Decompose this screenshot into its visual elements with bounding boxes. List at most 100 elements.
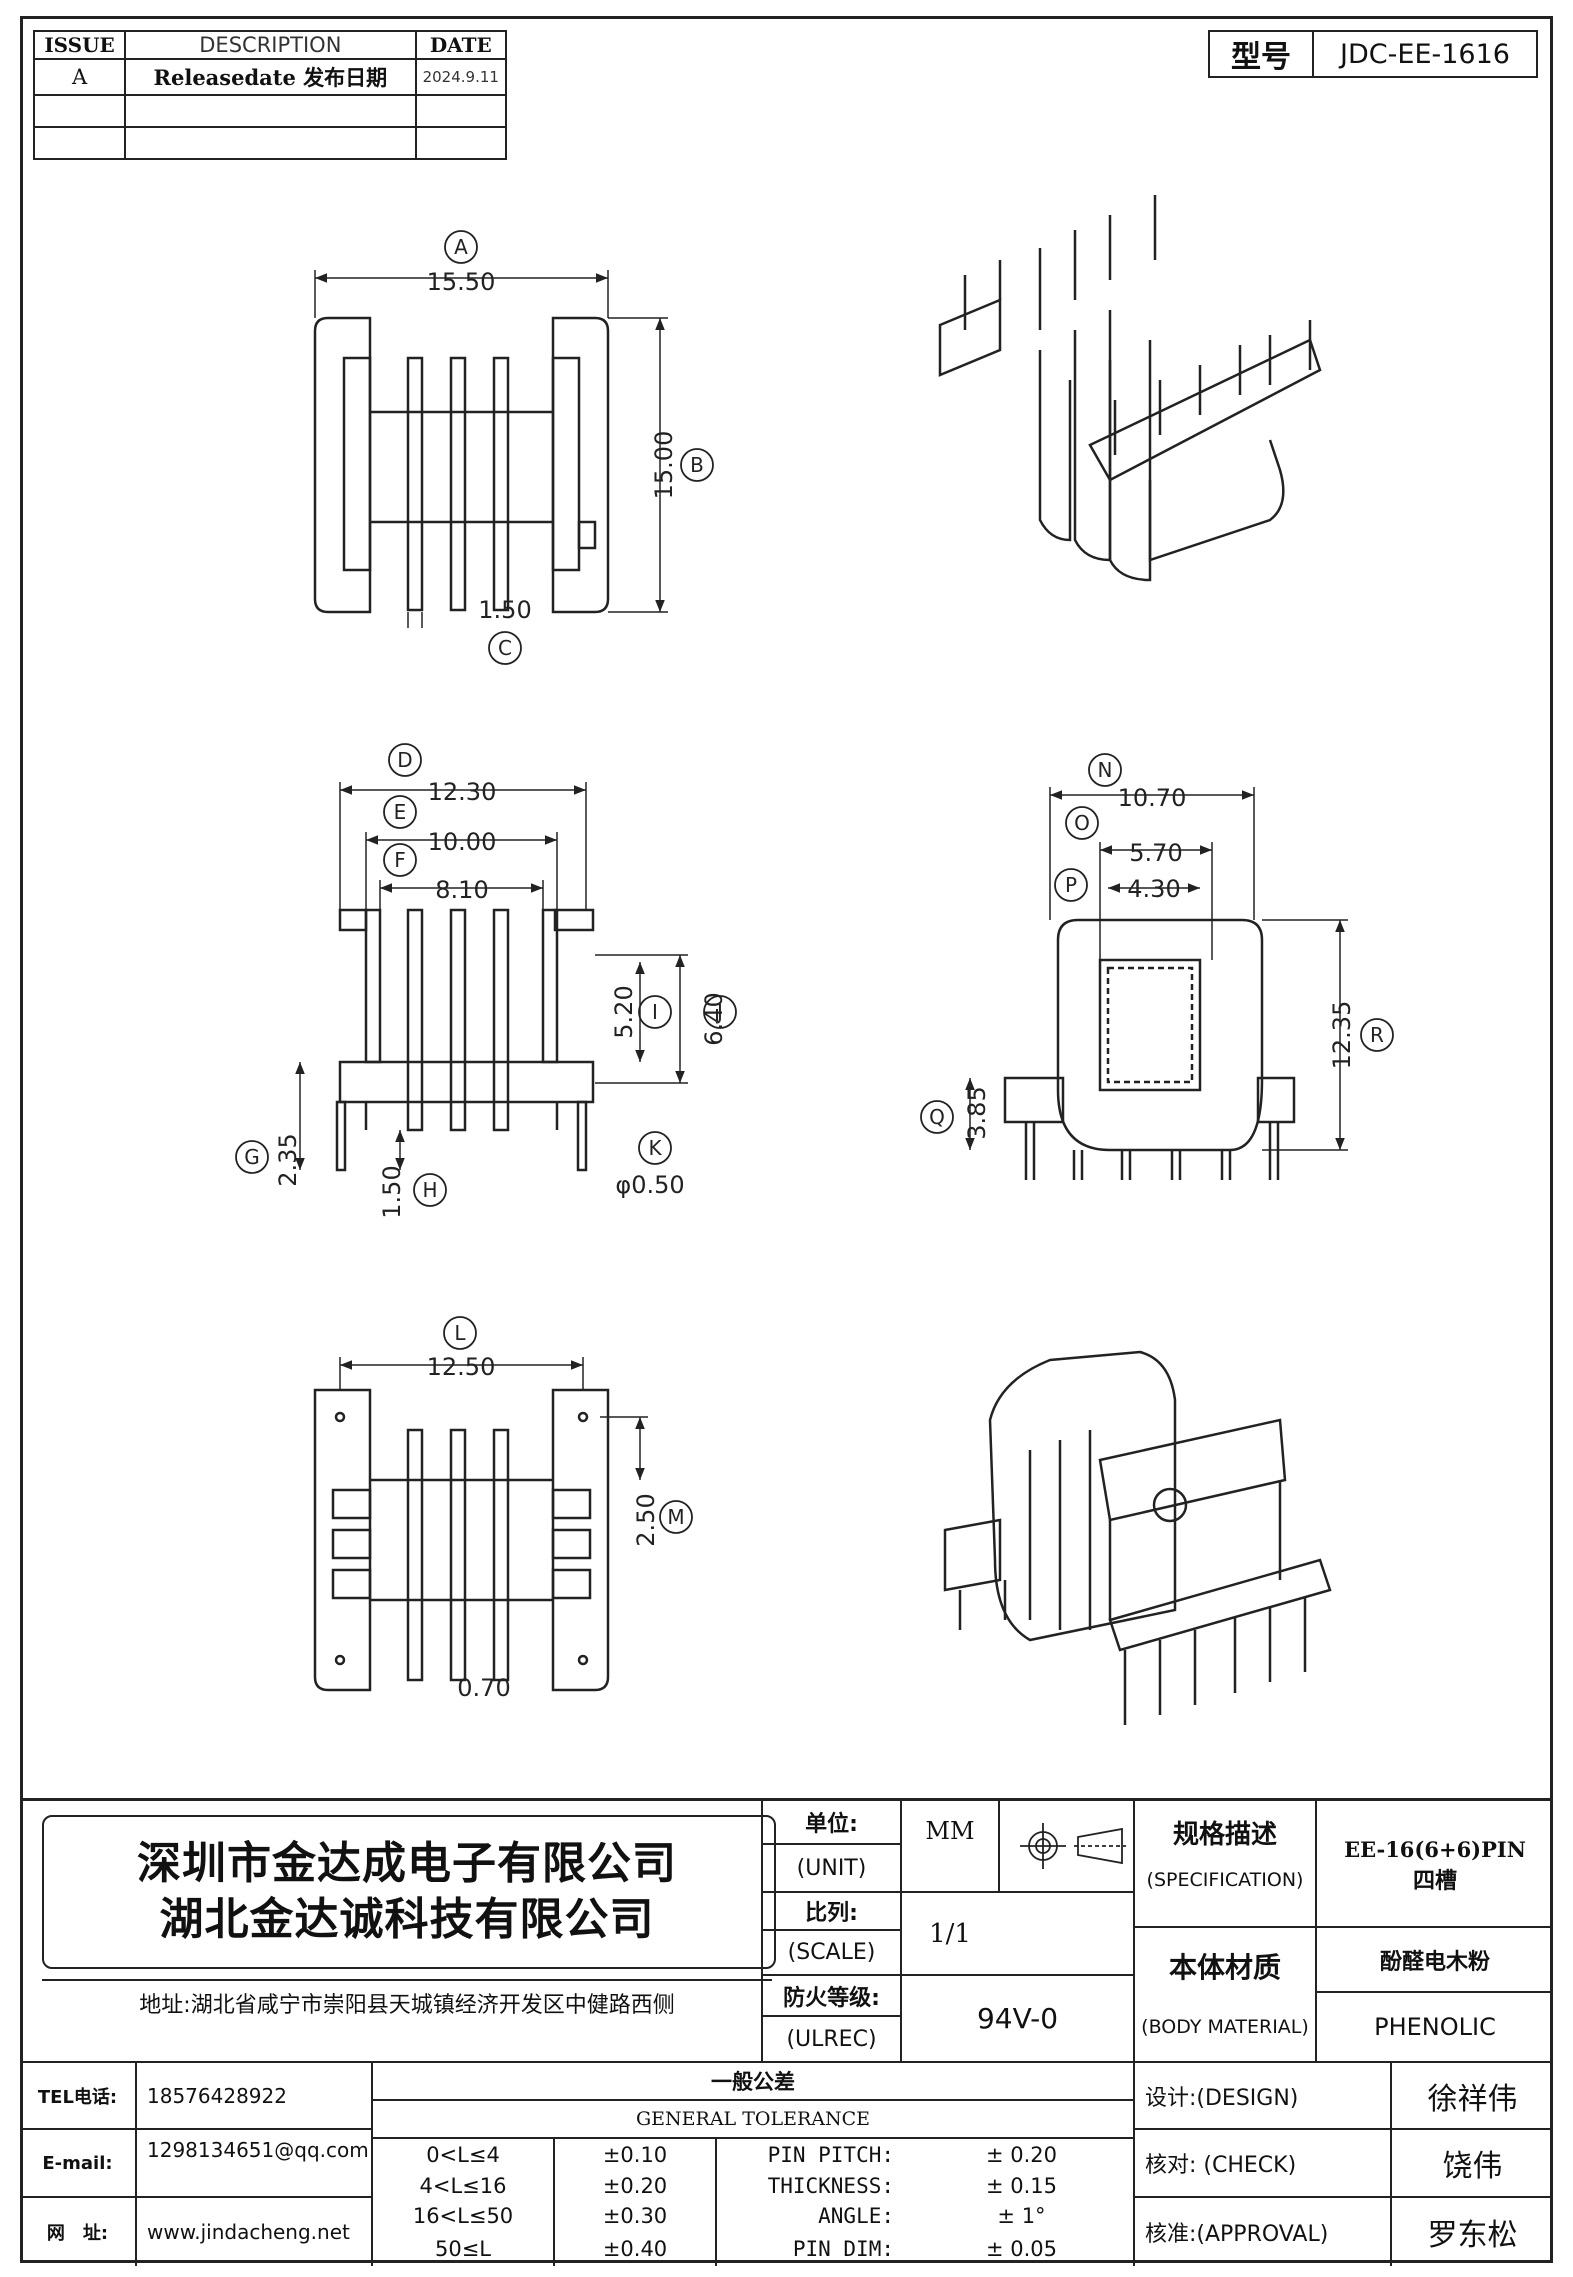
tolerance-value: ±0.10 xyxy=(602,2143,668,2167)
scale-label-cn: 比列: xyxy=(805,1901,858,1926)
dim-letter-q: Q xyxy=(929,1105,945,1129)
fire-label-en: (ULREC) xyxy=(786,2026,877,2052)
company-name-primary: 深圳市金达成电子有限公司 xyxy=(137,1838,677,1889)
divider xyxy=(371,2061,373,2266)
divider xyxy=(20,2196,371,2198)
divider xyxy=(715,2137,717,2266)
tolerance-item-value: ± 0.05 xyxy=(985,2236,1058,2261)
divider xyxy=(761,1974,1133,1976)
spec-value-2: 四槽 xyxy=(1412,1869,1457,1894)
approval-name: 罗东松 xyxy=(1427,2218,1518,2253)
divider xyxy=(135,2061,137,2266)
tolerance-value: ±0.30 xyxy=(602,2204,668,2228)
dim-value-c: 1.50 xyxy=(478,596,531,624)
dim-value-j: 6.40 xyxy=(700,992,728,1045)
dim-value-m-minor: 0.70 xyxy=(457,1674,510,1702)
divider xyxy=(1133,2128,1553,2130)
technical-drawing: 15.50 15.00 1.50 12.30 10.00 8.10 5.20 6… xyxy=(235,195,1394,1725)
revision-issue-cell: A xyxy=(32,58,127,96)
dim-letter-m: M xyxy=(667,1505,684,1529)
model-label: 型号 xyxy=(1208,30,1314,78)
material-value-cn: 酚醛电木粉 xyxy=(1379,1949,1490,1975)
unit-label-cn: 单位: xyxy=(805,1812,858,1837)
approval-role: 核准:(APPROVAL) xyxy=(1145,2222,1329,2247)
dim-value-l: 12.50 xyxy=(427,1353,496,1381)
tolerance-range: 16<L≤50 xyxy=(412,2204,514,2228)
material-value-en: PHENOLIC xyxy=(1374,2013,1496,2041)
divider xyxy=(761,2015,900,2017)
tolerance-item-value: ± 0.15 xyxy=(985,2174,1058,2198)
dim-value-f: 8.10 xyxy=(435,876,488,904)
dim-letter-d: D xyxy=(397,748,412,772)
scale-value: 1/1 xyxy=(929,1918,971,1949)
revision-header-issue: ISSUE xyxy=(32,30,127,60)
divider xyxy=(371,2137,1133,2139)
email-label: E-mail: xyxy=(42,2152,113,2174)
divider xyxy=(1133,1801,1135,2266)
dim-letter-b: B xyxy=(690,453,704,477)
revision-header-date: DATE xyxy=(414,30,508,60)
fire-value: 94V-0 xyxy=(976,2002,1059,2035)
divider xyxy=(20,2061,1553,2063)
dim-letter-g: G xyxy=(244,1145,260,1169)
divider xyxy=(761,1801,763,2061)
unit-label-en: (UNIT) xyxy=(796,1855,867,1881)
drawing-sheet xyxy=(20,16,1553,2263)
tolerance-value: ±0.40 xyxy=(602,2236,668,2261)
company-address: 地址:湖北省咸宁市崇阳县天城镇经济开发区中健路西侧 xyxy=(139,1993,675,2018)
material-label-en: (BODY MATERIAL) xyxy=(1141,2016,1309,2038)
dim-value-d: 12.30 xyxy=(428,778,497,806)
dim-value-p: 4.30 xyxy=(1127,875,1180,903)
dim-value-a: 15.50 xyxy=(427,268,496,296)
dim-value-h: 1.50 xyxy=(378,1165,406,1218)
tolerance-item-name: PIN DIM: xyxy=(792,2236,894,2261)
divider xyxy=(761,1843,900,1845)
dim-value-g: 2.35 xyxy=(274,1133,302,1186)
approval-role: 设计:(DESIGN) xyxy=(1145,2085,1299,2111)
dim-value-q: 3.85 xyxy=(963,1086,991,1139)
divider xyxy=(1315,1991,1553,1993)
email-link[interactable]: 1298134651@qq.com xyxy=(147,2138,369,2162)
divider xyxy=(1133,2196,1553,2198)
revision-header-description: DESCRIPTION xyxy=(124,30,417,60)
spec-label-en: (SPECIFICATION) xyxy=(1146,1869,1304,1891)
dim-value-m: 2.50 xyxy=(632,1493,660,1546)
tolerance-range: 4<L≤16 xyxy=(419,2174,507,2198)
title-block: 深圳市金达成电子有限公司 湖北金达诚科技有限公司 地址:湖北省咸宁市崇阳县天城镇… xyxy=(20,1798,1553,2266)
divider xyxy=(1133,1926,1553,1928)
tolerance-value: ±0.20 xyxy=(602,2174,668,2198)
dim-letter-f: F xyxy=(394,848,406,872)
dim-value-e: 10.00 xyxy=(428,828,497,856)
divider xyxy=(20,2128,371,2130)
dim-value-b: 15.00 xyxy=(650,431,678,500)
model-value: JDC-EE-1616 xyxy=(1312,30,1538,78)
company-name-secondary: 湖北金达诚科技有限公司 xyxy=(159,1894,655,1945)
website-link[interactable]: www.jindacheng.net xyxy=(147,2220,350,2244)
dim-letter-e: E xyxy=(394,800,407,824)
isometric-view-bottom xyxy=(943,1350,1332,1725)
side-view xyxy=(1003,918,1296,1180)
dim-letter-k: K xyxy=(648,1136,662,1160)
divider xyxy=(900,1801,902,2061)
revision-table: ISSUE DESCRIPTION DATE A Releasedate 发布日… xyxy=(32,30,508,160)
tolerance-item-name: ANGLE: xyxy=(818,2204,894,2228)
web-label: 网 址: xyxy=(46,2223,109,2244)
dim-value-o: 5.70 xyxy=(1129,839,1182,867)
unit-value: MM xyxy=(925,1817,975,1845)
divider xyxy=(42,1979,772,1981)
divider xyxy=(1315,1801,1317,2061)
approval-role: 核对: (CHECK) xyxy=(1145,2153,1297,2178)
tolerance-item-value: ± 1° xyxy=(997,2204,1046,2228)
material-label-cn: 本体材质 xyxy=(1168,1951,1281,1984)
revision-empty-cell xyxy=(32,126,127,160)
revision-empty-cell xyxy=(124,126,417,160)
tel-label: TEL电话: xyxy=(37,2086,118,2108)
dim-letter-p: P xyxy=(1065,873,1077,897)
revision-empty-cell xyxy=(414,94,508,128)
front-view xyxy=(335,908,595,1172)
dimension-callouts xyxy=(235,230,1394,1534)
scale-label-en: (SCALE) xyxy=(787,1940,876,1965)
dim-letter-a: A xyxy=(454,235,468,259)
dim-value-n: 10.70 xyxy=(1118,784,1187,812)
dim-letter-n: N xyxy=(1098,758,1113,782)
